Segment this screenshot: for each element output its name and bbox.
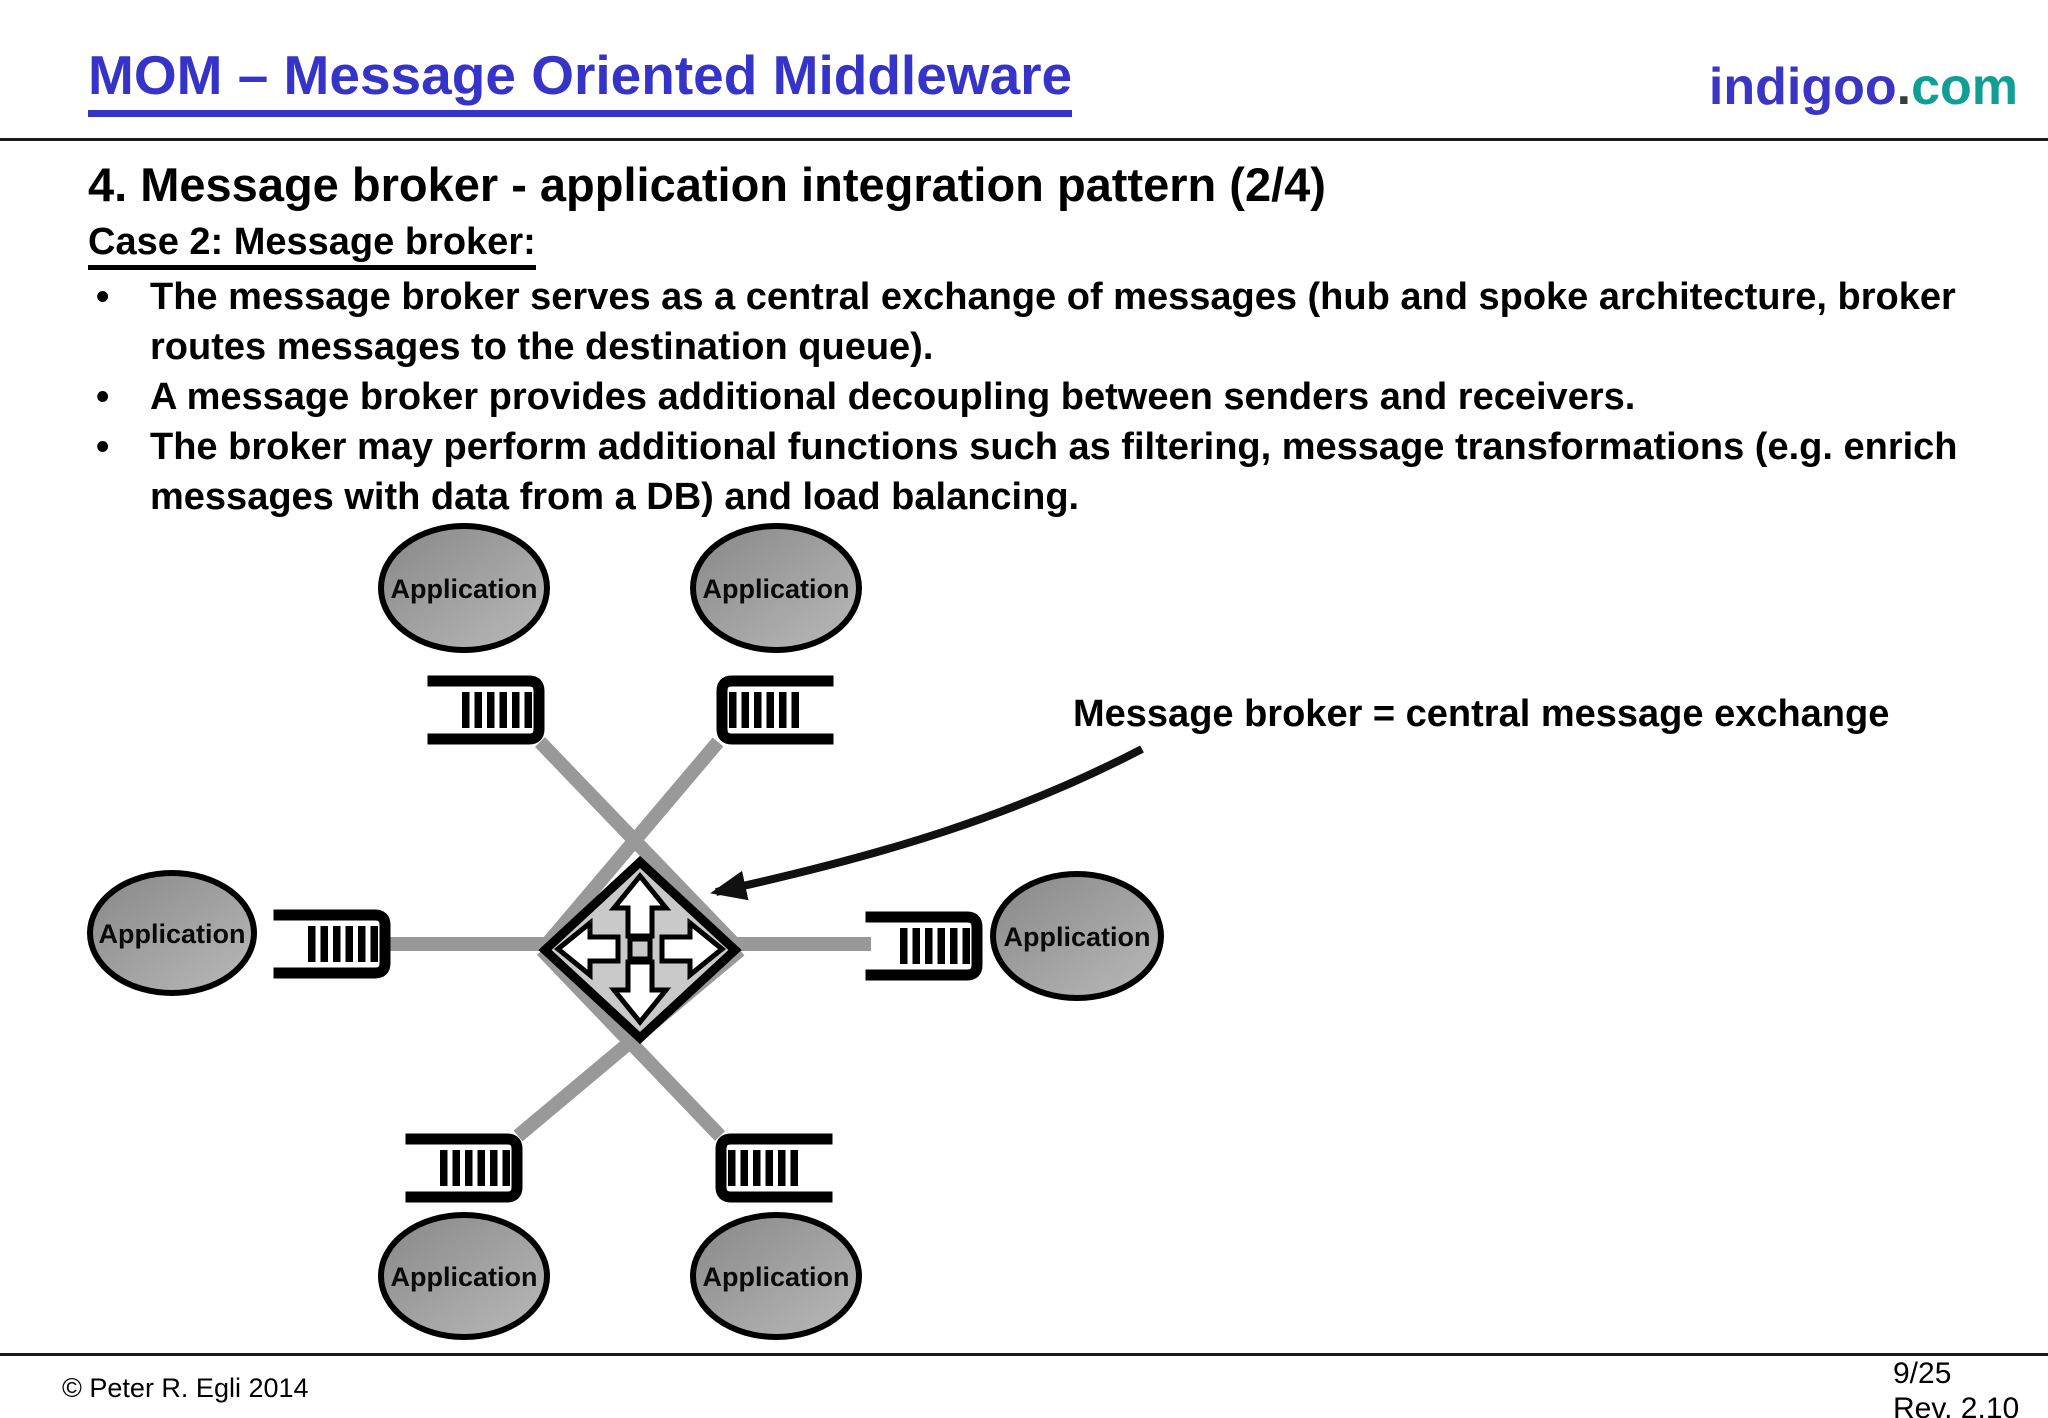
section-heading: 4. Message broker - application integrat… [88,158,1326,211]
bullet-marker: • [96,276,110,318]
footer-divider [0,1353,2048,1356]
connector-line [534,737,746,955]
diagram-annotation: Message broker = central message exchang… [1073,693,1890,735]
bullet-marker: • [96,376,110,418]
application-node-label: Application [1004,922,1151,952]
case-label: Case 2: Message broker: [88,220,536,270]
page-info: 9/25 Rev. 2.10 [1893,1356,2019,1418]
message-queue-icon [433,681,539,739]
message-queue-icon [871,917,977,975]
bullet-text: The broker may perform additional functi… [150,426,1958,518]
annotation-arrow [710,745,1144,901]
connector-line [536,737,724,955]
copyright-text: © Peter R. Egli 2014 [62,1373,309,1403]
message-queue-icon [722,681,828,739]
revision-number: Rev. 2.10 [1893,1392,2020,1418]
bullet-item: • The broker may perform additional func… [88,422,2018,522]
slide-header: MOM – Message Oriented Middleware [88,44,1073,117]
application-node: Application [690,523,862,653]
brand-name: indigoo [1708,58,1897,116]
page-number: 9/25 [1893,1357,1952,1390]
brand-dot: . [1896,58,1912,116]
application-node: Application [378,523,550,653]
message-queue-icon [721,1139,827,1197]
arrow-down-icon [608,959,672,1026]
bullet-marker: • [96,426,110,468]
message-queue-icon [279,915,385,973]
page-title: MOM – Message Oriented Middleware [88,44,1073,117]
bullet-item: • The message broker serves as a central… [88,272,2018,372]
application-node-label: Application [99,919,246,949]
bullet-item: • A message broker provides additional d… [88,372,2018,422]
application-node-label: Application [391,1262,538,1292]
arrow-left-icon [554,917,621,981]
message-queue-icon [411,1139,517,1197]
application-node-label: Application [391,574,538,604]
header-divider [0,138,2048,141]
application-node-label: Application [703,1262,850,1292]
bullet-text: A message broker provides additional dec… [150,376,1636,418]
application-node: Application [378,1212,550,1340]
application-node: Application [990,871,1164,1001]
application-node: Application [690,1212,862,1340]
hub-center-square [627,936,653,962]
broker-diamond-icon [538,855,742,1045]
bullet-list: • The message broker serves as a central… [88,272,2018,522]
brand-tld: com [1911,58,2018,116]
arrow-right-icon [659,917,726,981]
arrow-up-icon [608,872,672,939]
brand-logo: indigoo.com [1709,58,2018,116]
case-label-wrap: Case 2: Message broker: [88,220,536,270]
connector-line [536,945,726,1141]
application-node-label: Application [703,574,850,604]
bullet-text: The message broker serves as a central e… [150,276,1956,368]
application-node: Application [87,870,257,996]
